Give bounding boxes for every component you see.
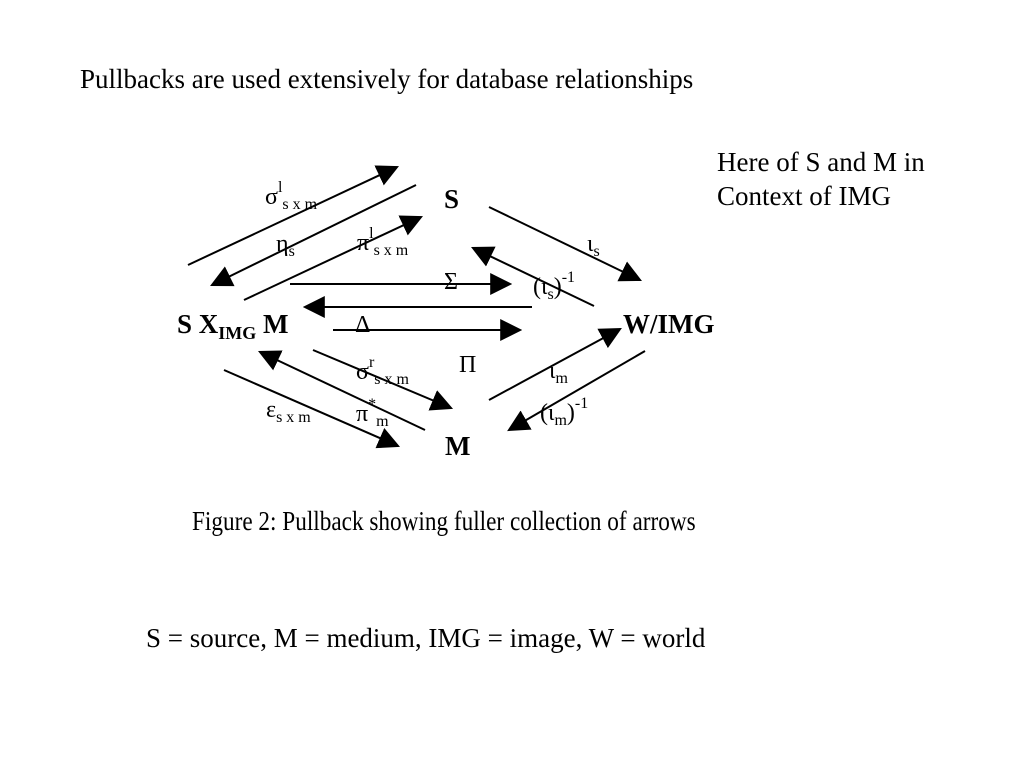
node-m: M: [445, 431, 471, 461]
label-base: ι: [549, 358, 556, 384]
label-base: ι: [587, 231, 594, 257]
legend-text: S = source, M = medium, IMG = image, W =…: [146, 623, 706, 653]
label-iota-m-inverse: (ιm)-1: [540, 396, 588, 429]
arrow-iota-m-inverse: [507, 350, 646, 432]
label-sub: m: [376, 413, 389, 430]
label-sub: s x m: [276, 409, 311, 426]
label-sup: l: [277, 179, 283, 196]
arrow-pi-l: [243, 215, 423, 301]
label-base: π: [356, 401, 369, 427]
label-epsilon: εs x m: [266, 398, 311, 426]
arrow-iota-m: [488, 327, 622, 401]
label-delta: Δ: [355, 312, 371, 338]
label-sub: s: [593, 243, 600, 260]
arrow-iota-s-inverse: [471, 246, 595, 307]
node-product-subscript: IMG: [218, 323, 257, 343]
node-s: S: [444, 184, 460, 214]
label-close: ): [566, 400, 575, 426]
label-iota-s: ιs: [587, 232, 600, 260]
label-base: π: [357, 230, 370, 256]
arrow-epsilon: [223, 369, 401, 449]
node-product: S XIMG M: [177, 309, 289, 343]
label-pi-l: πls x m: [357, 226, 408, 259]
label-prod: Π: [459, 352, 477, 378]
label-eta-s: ηs: [276, 232, 295, 260]
label-iota-m: ιm: [549, 359, 568, 387]
label-sub: s: [547, 286, 554, 303]
label-close: ): [553, 274, 562, 300]
node-product-main: S X: [177, 309, 219, 339]
label-open: (ι: [540, 400, 555, 426]
arrow-sigma-l: [187, 165, 399, 266]
arrow-sigma-r: [312, 349, 454, 411]
figure-caption: Figure 2: Pullback showing fuller collec…: [192, 506, 696, 536]
label-base: η: [276, 231, 289, 257]
label-sup: l: [369, 225, 374, 242]
arrow-pi-star: [258, 350, 426, 431]
label-sub: s: [288, 243, 295, 260]
label-base: σ: [265, 184, 278, 210]
label-sigma-l: σls x m: [265, 180, 317, 213]
side-note-line-1: Here of S and M in: [717, 147, 925, 177]
arrow-eta-s: [210, 184, 417, 287]
label-sub: m: [554, 412, 567, 429]
label-sup: -1: [574, 395, 589, 412]
label-sub: s x m: [282, 196, 318, 213]
label-pi-star: π*m: [356, 397, 389, 430]
side-note-line-2: Context of IMG: [717, 180, 891, 211]
label-sub: s x m: [374, 371, 409, 388]
label-sum: Σ: [444, 269, 458, 295]
label-sub: s x m: [373, 242, 409, 259]
side-note: Here of S and M in Context of IMG: [717, 146, 1007, 214]
label-base: ε: [266, 397, 277, 423]
label-open: (ι: [533, 274, 548, 300]
arrow-iota-s: [488, 206, 642, 282]
label-sub: m: [555, 370, 568, 387]
label-sup: *: [368, 396, 377, 413]
label-iota-s-inverse: (ιs)-1: [533, 270, 575, 303]
label-sigma-r: σrs x m: [356, 355, 409, 388]
node-world-img: W/IMG: [623, 309, 715, 339]
label-base: σ: [356, 359, 369, 385]
label-sup: r: [368, 354, 375, 371]
label-sup: -1: [561, 269, 576, 286]
node-product-tail: M: [256, 309, 289, 339]
slide-heading: Pullbacks are used extensively for datab…: [80, 64, 694, 94]
